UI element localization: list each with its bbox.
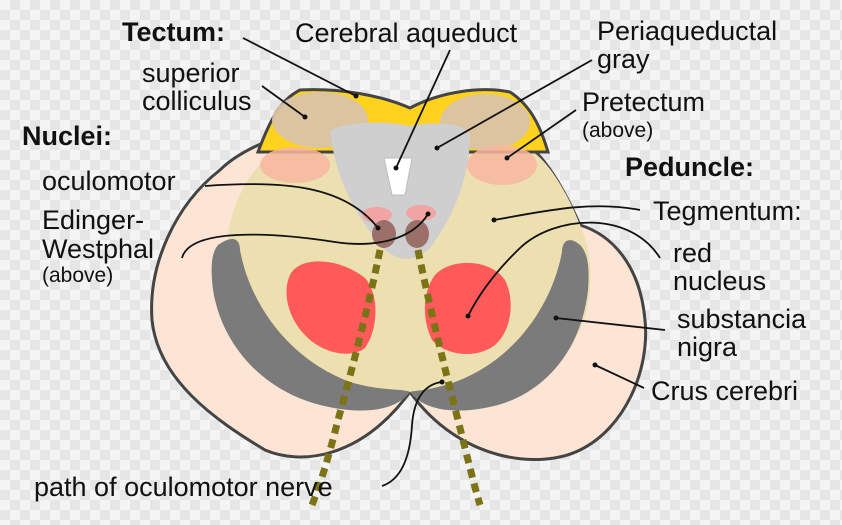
leader-periaqueductal-gray	[436, 59, 593, 149]
dot-edinger-westphal	[425, 211, 431, 217]
cerebral-aqueduct	[383, 157, 413, 196]
label-tegmentum: Tegmentum:	[653, 196, 802, 226]
oculomotor-nucleus-right	[406, 205, 436, 221]
label-pretectum-note: (above)	[582, 119, 653, 142]
substantia-nigra-right	[410, 240, 589, 411]
label-tectum: Tectum:	[122, 17, 225, 47]
edinger-westphal-right	[405, 220, 429, 248]
label-periaqueductal-line1: Periaqueductal	[597, 16, 777, 46]
label-peduncle: Peduncle:	[625, 152, 754, 182]
red-nucleus-left	[286, 261, 376, 354]
label-oculomotor: oculomotor	[42, 166, 176, 196]
label-crus-cerebri: Crus cerebri	[651, 376, 798, 406]
dot-superior-colliculus	[302, 114, 308, 120]
pretectum-left	[260, 147, 330, 183]
leader-substantia-nigra	[555, 317, 666, 331]
label-cerebral-aqueduct: Cerebral aqueduct	[295, 18, 518, 48]
label-superior-colliculus-line2: colliculus	[142, 86, 252, 116]
leader-cerebral-aqueduct	[395, 49, 451, 169]
label-pretectum: Pretectum	[582, 87, 705, 117]
label-edinger-note: (above)	[42, 264, 113, 287]
dot-cerebral-aqueduct	[393, 165, 399, 171]
leader-tectum	[242, 37, 357, 97]
label-oculomotor-nerve-path: path of oculomotor nerve	[34, 472, 333, 502]
red-nucleus-right	[424, 262, 511, 355]
label-substancia-line1: substancia	[677, 304, 807, 334]
pretectum-right	[467, 145, 537, 185]
leader-red-nucleus	[467, 221, 661, 317]
label-substancia-line2: nigra	[677, 332, 738, 362]
leader-edinger-westphal	[181, 213, 429, 259]
leader-tegmentum	[493, 205, 641, 221]
leader-pretectum	[506, 109, 577, 159]
label-edinger-line1: Edinger-	[42, 205, 144, 235]
dot-substantia-nigra	[553, 315, 559, 321]
leader-superior-colliculus	[261, 85, 306, 118]
substantia-nigra-left	[211, 238, 410, 411]
label-nuclei: Nuclei:	[22, 121, 112, 151]
dot-tegmentum	[491, 217, 497, 223]
leader-crus-cerebri	[594, 364, 645, 389]
dot-tectum	[353, 93, 359, 99]
dot-oculomotor-nerve	[439, 379, 445, 385]
dot-red-nucleus	[465, 313, 471, 319]
label-red-nucleus-line2: nucleus	[673, 266, 766, 296]
label-periaqueductal-line2: gray	[597, 44, 650, 74]
dot-crus-cerebri	[592, 362, 598, 368]
label-edinger-line2: Westphal	[42, 234, 154, 264]
label-red-nucleus-line1: red	[673, 238, 712, 268]
label-superior-colliculus-line1: superior	[142, 58, 240, 88]
leader-oculomotor-nerve	[381, 381, 443, 487]
dot-oculomotor	[375, 225, 381, 231]
dot-periaqueductal-gray	[434, 145, 440, 151]
dot-pretectum	[504, 155, 510, 161]
leader-oculomotor	[204, 183, 379, 229]
